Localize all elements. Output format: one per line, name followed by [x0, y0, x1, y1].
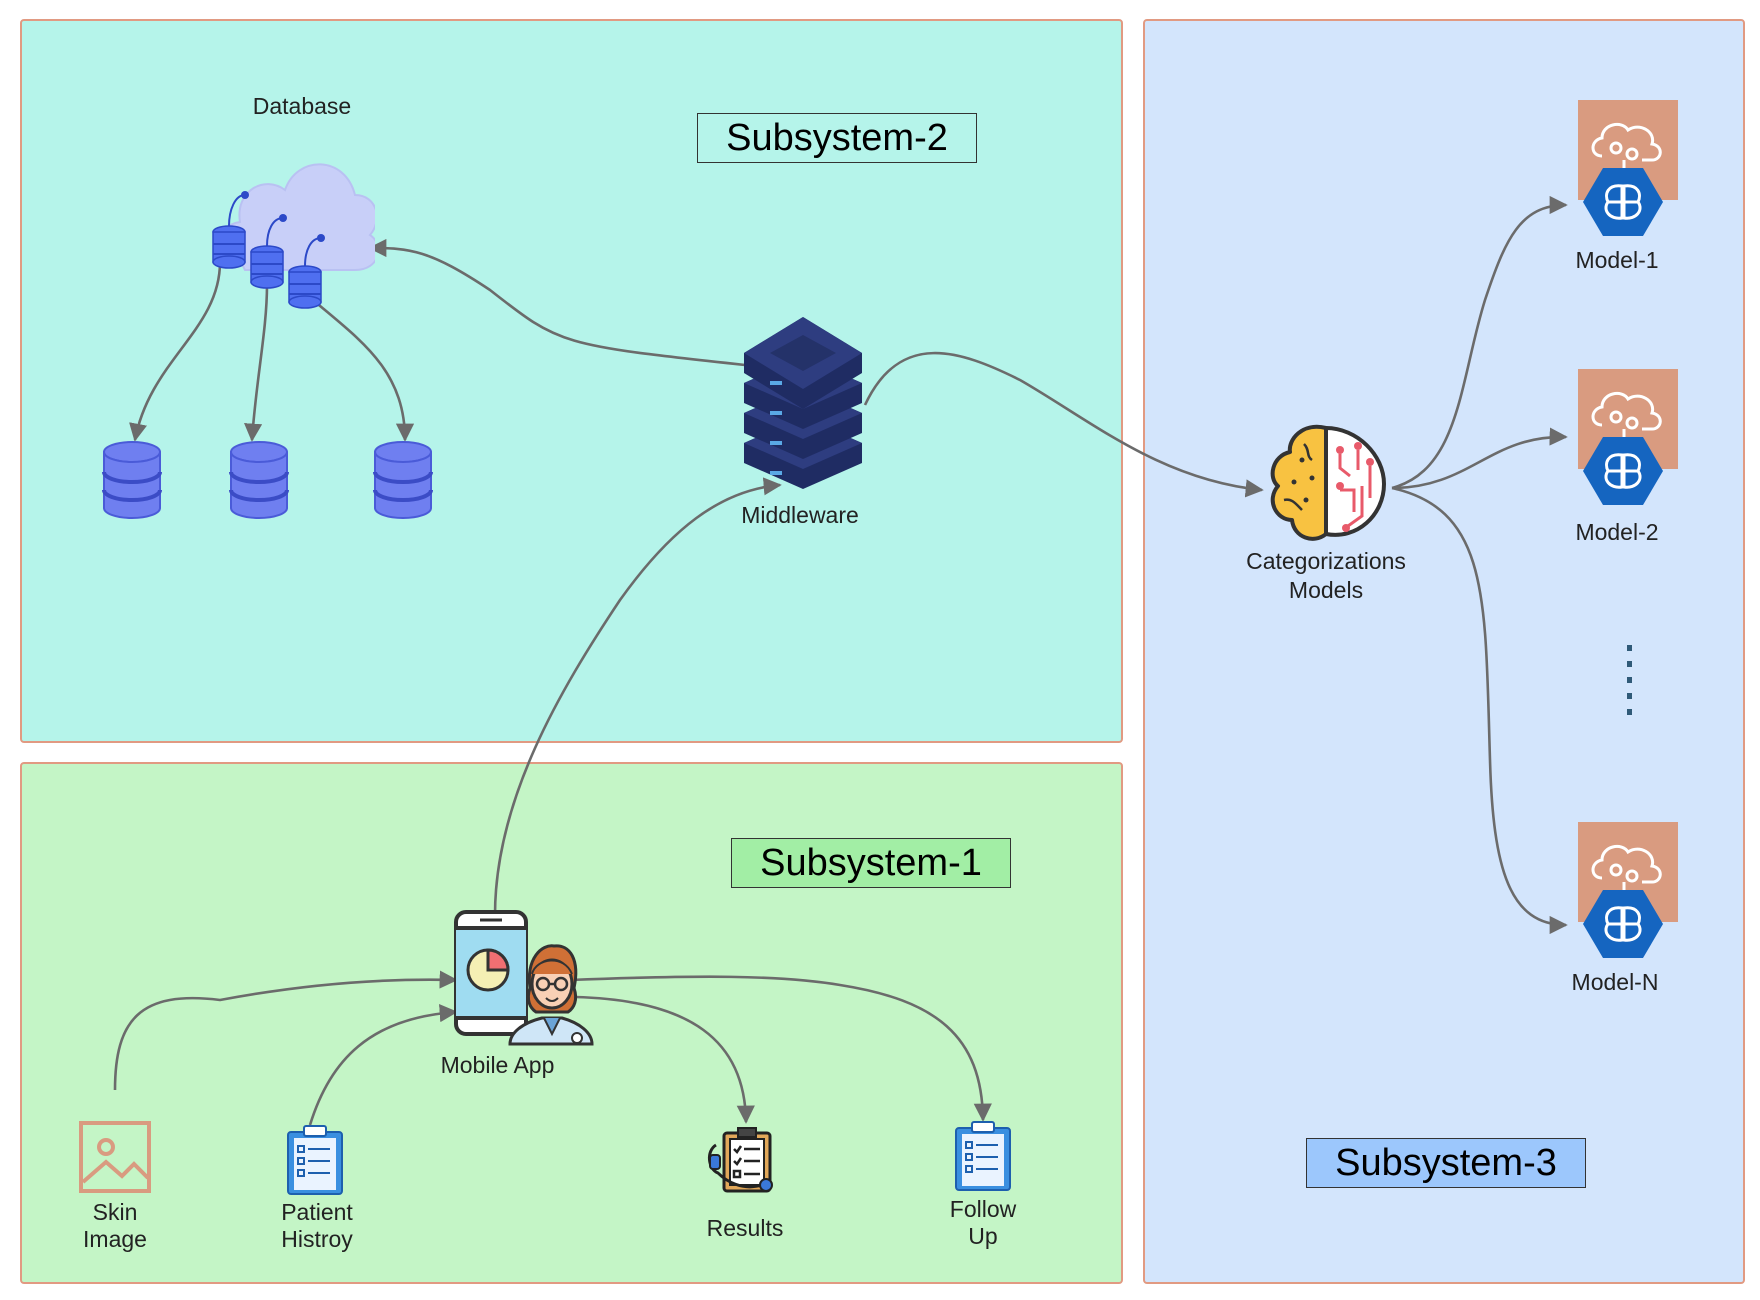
- edge-db-to-storage-3: [312, 299, 415, 442]
- patient-history-label-line1: Patient: [281, 1199, 353, 1225]
- image-icon: [79, 1121, 151, 1193]
- storage-database-3-icon: [373, 441, 433, 519]
- categorization-label-line1: Categorizations: [1246, 548, 1406, 574]
- model-2-label: Model-2: [1575, 519, 1659, 545]
- storage-database-2-icon: [229, 441, 289, 519]
- cloud-database-icon: [212, 163, 375, 309]
- database-label: Database: [252, 93, 352, 119]
- mobile-app-label: Mobile App: [440, 1052, 555, 1078]
- medical-report-icon: [708, 1127, 773, 1193]
- edge-mobile-to-followup: [569, 975, 992, 1122]
- model-1-label: Model-1: [1575, 247, 1659, 273]
- subsystem-2-label: Subsystem-2: [697, 113, 977, 163]
- edge-categorization-to-model2: [1391, 427, 1568, 490]
- edge-mobile-to-results: [574, 995, 755, 1124]
- edge-categorization-to-modelN: [1391, 486, 1568, 935]
- model-n-icon: [1578, 822, 1678, 958]
- edge-middleware-to-database: [368, 238, 746, 367]
- follow-up-label-line2: Up: [968, 1223, 998, 1249]
- patient-history-label-line2: Histroy: [281, 1226, 353, 1252]
- follow-up-label-line1: Follow: [949, 1196, 1017, 1222]
- more-models-ellipsis: [1627, 645, 1632, 715]
- model-2-icon: [1578, 369, 1678, 505]
- middleware-label: Middleware: [741, 502, 859, 528]
- edge-skin-to-mobile: [113, 970, 458, 1091]
- middleware-server-icon: [744, 317, 862, 489]
- subsystem-3-label: Subsystem-3: [1306, 1138, 1586, 1188]
- clipboard-icon: [287, 1125, 343, 1195]
- edge-categorization-to-model1: [1391, 195, 1568, 490]
- model-1-icon: [1578, 100, 1678, 236]
- edge-patient-to-mobile: [308, 1004, 458, 1126]
- edge-middleware-to-categorization: [863, 351, 1264, 498]
- subsystem-1-label: Subsystem-1: [731, 838, 1011, 888]
- skin-image-label-line2: Image: [83, 1226, 147, 1252]
- follow-up-clipboard-icon: [955, 1121, 1011, 1191]
- edge-mobile-to-middleware: [493, 477, 782, 916]
- edge-db-to-storage-2: [244, 284, 269, 442]
- mobile-app-doctor-icon: [454, 910, 594, 1046]
- storage-database-1-icon: [102, 441, 162, 519]
- skin-image-label-line1: Skin: [92, 1199, 138, 1225]
- brain-ai-icon: [1270, 424, 1386, 541]
- edge-db-to-storage-1: [129, 261, 222, 442]
- categorization-label-line2: Models: [1288, 577, 1364, 603]
- model-n-label: Model-N: [1571, 969, 1659, 995]
- results-label: Results: [706, 1215, 784, 1241]
